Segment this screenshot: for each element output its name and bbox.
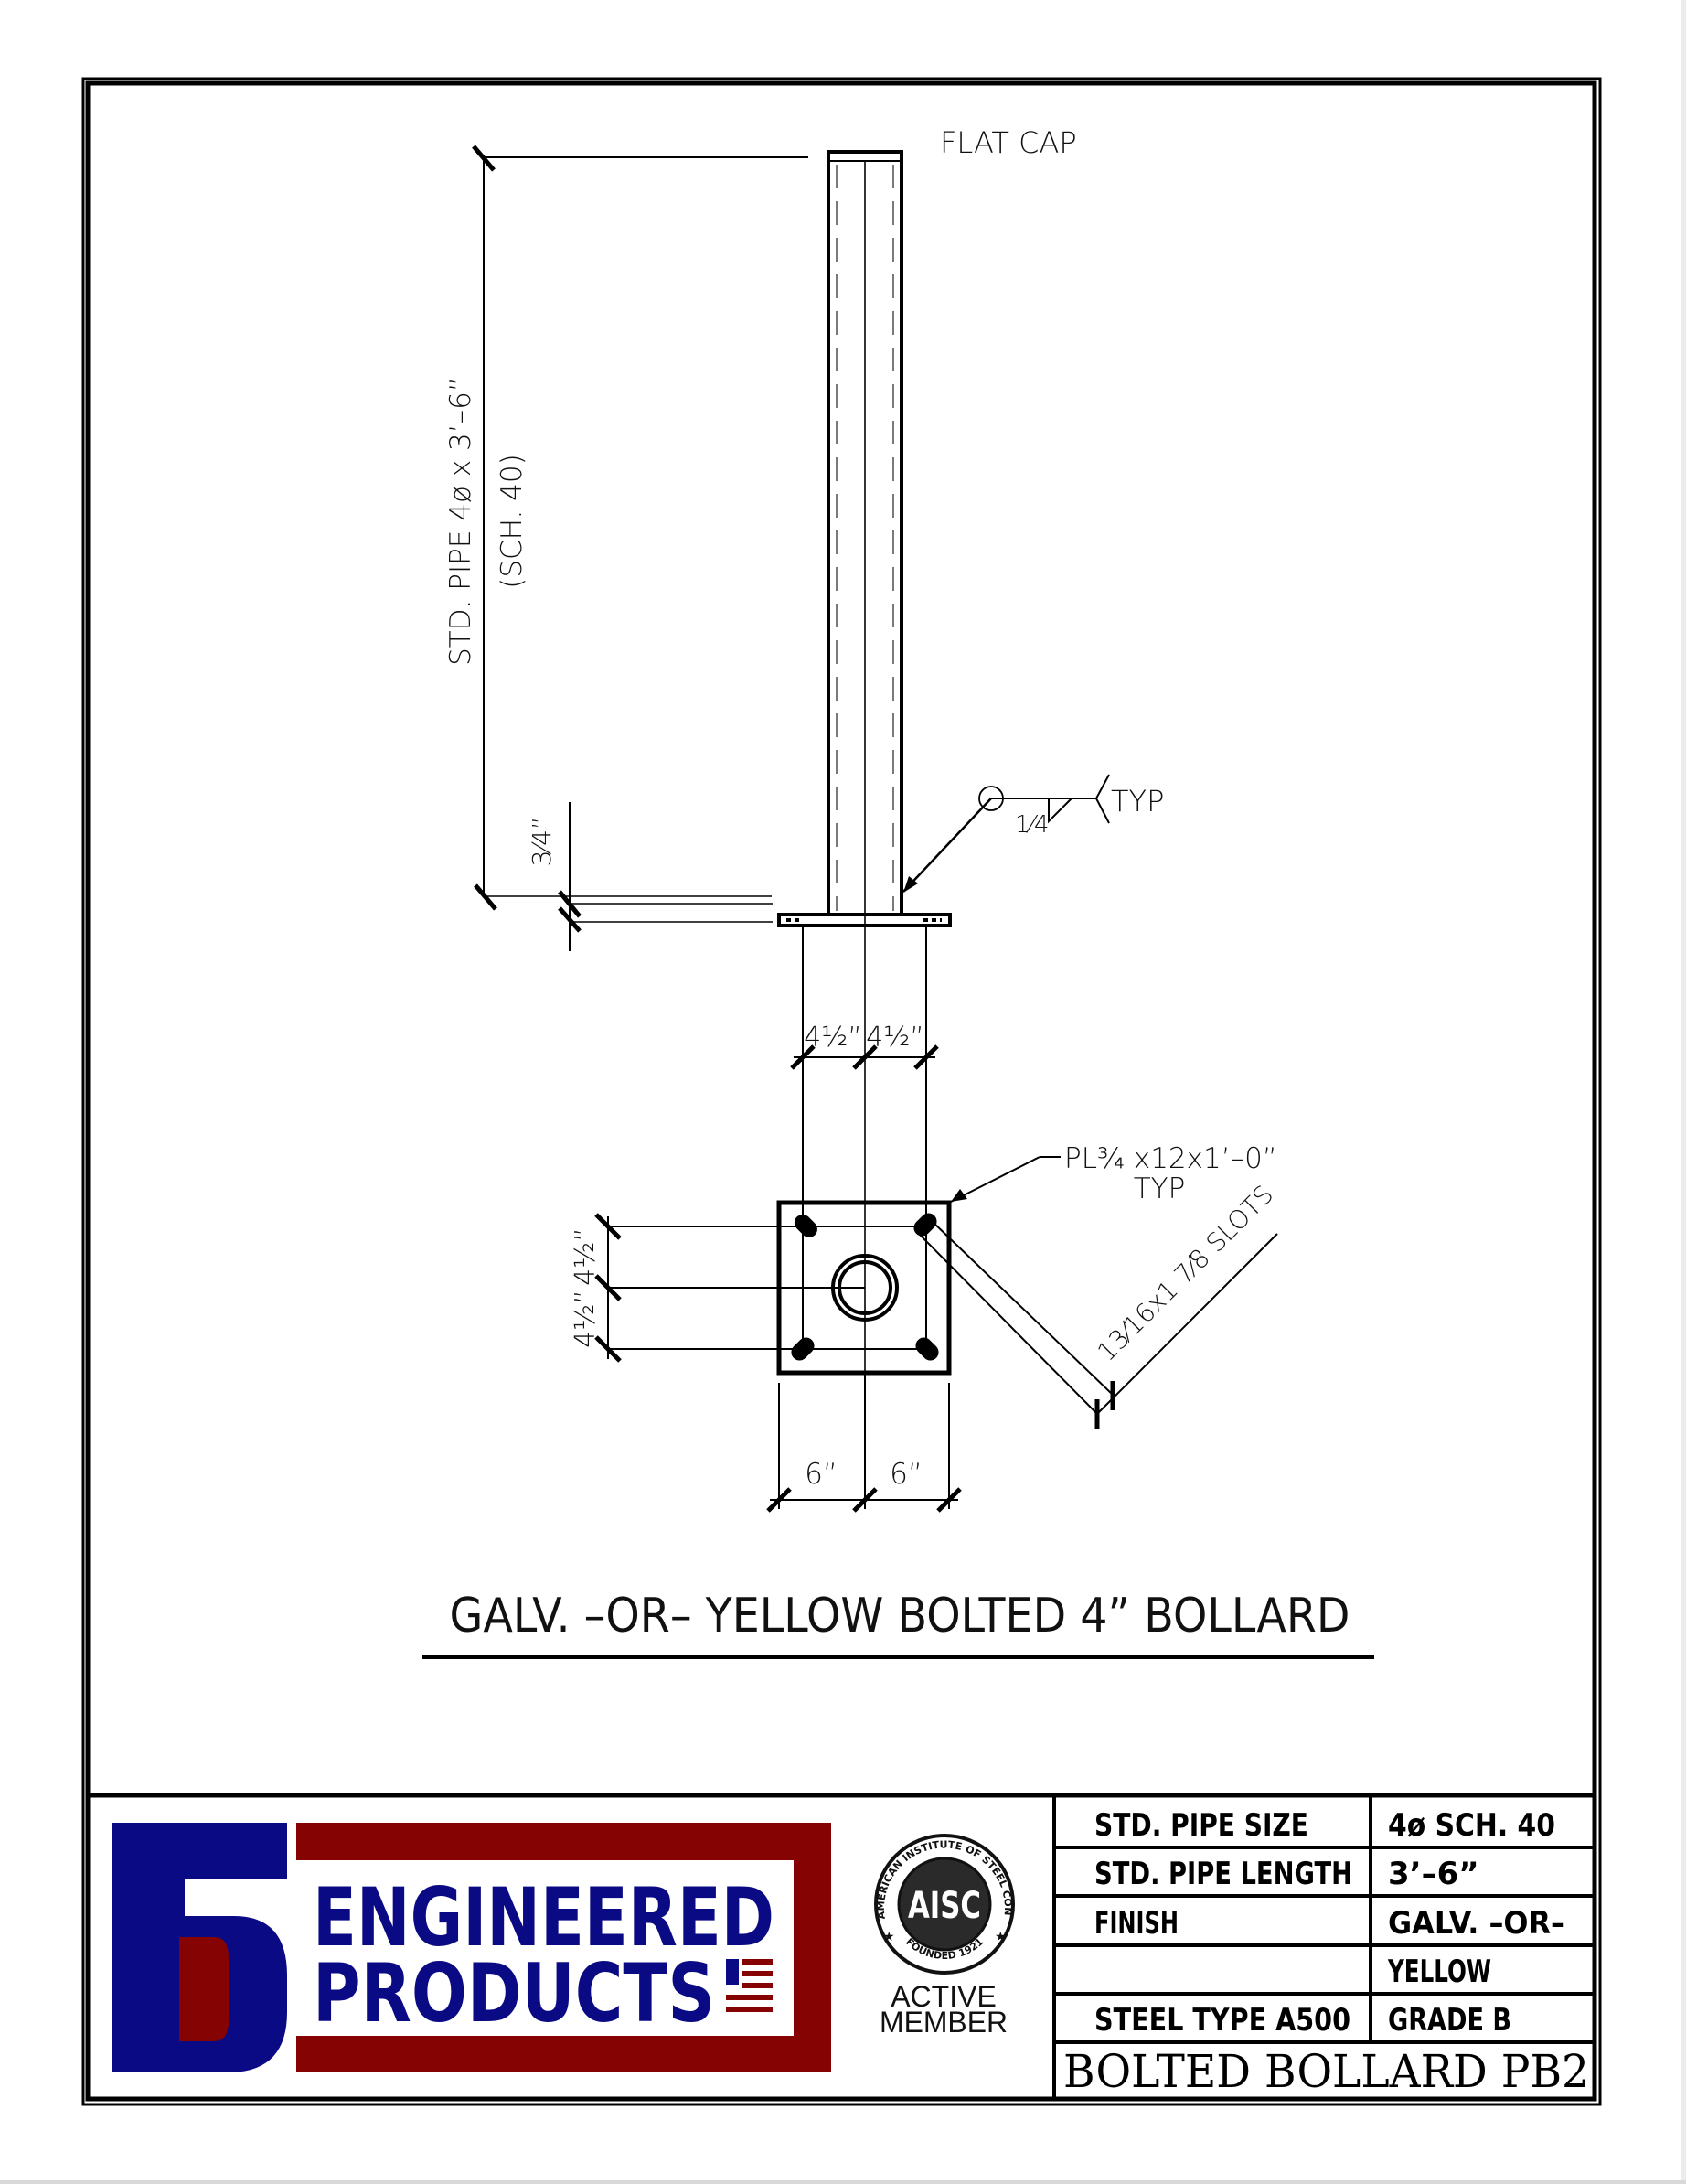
spec-row: STD. PIPE LENGTH 3’–6” xyxy=(1094,1856,1479,1892)
pipe-schedule-label: (SCH. 40) xyxy=(496,454,528,588)
spec-row: YELLOW xyxy=(1387,1954,1491,1990)
pipe-section-inner xyxy=(838,1260,892,1315)
plate-callout-typ: TYP xyxy=(1134,1172,1186,1205)
base-plate-edge xyxy=(777,913,952,927)
aisc-seal: AMERICAN INSTITUTE OF STEEL CONSTRUCTION… xyxy=(0,0,1015,2039)
plan-view: 4½” 4½” PL¾ x12x1’–0” TYP 13⁄16x1 7⁄8 SL… xyxy=(570,926,1280,1513)
side-dim-upper: 4½” xyxy=(570,1227,602,1286)
page-edge xyxy=(0,2180,1686,2184)
flat-cap-label: FLAT CAP xyxy=(940,125,1077,160)
drawing-number-title: BOLTED BOLLARD PB2 xyxy=(1063,2045,1589,2098)
company-logo: ENGINEERED PRODUCTS xyxy=(112,1823,831,2072)
plate-callout: PL¾ x12x1’–0” xyxy=(1064,1142,1277,1175)
bottom-dim-right: 6” xyxy=(890,1458,923,1491)
fillet-weld-icon xyxy=(1048,798,1072,824)
pipe-size-label: STD. PIPE 4ø x 3’–6” xyxy=(444,377,477,666)
page-edge xyxy=(1681,0,1686,2184)
weld-symbol: 1⁄4 TYP xyxy=(902,774,1164,893)
flag-icon xyxy=(726,1959,773,2012)
spec-value: GRADE B xyxy=(1388,2002,1511,2039)
seal-status-line1: ACTIVE xyxy=(891,1980,997,2013)
anchor-slots xyxy=(791,1213,939,1361)
spec-label: FINISH xyxy=(1094,1905,1179,1942)
logo-line2: PRODUCTS xyxy=(313,1946,715,2040)
seal-status-line2: MEMBER xyxy=(880,2006,1008,2039)
drawing-title: GALV. –OR– YELLOW BOLTED 4” BOLLARD xyxy=(450,1589,1350,1643)
top-dim-left: 4½” xyxy=(804,1022,862,1054)
plate-thickness-dim: 3⁄4” xyxy=(527,817,557,867)
weld-size: 1⁄4 xyxy=(1015,811,1049,839)
spec-value: GALV. –OR– xyxy=(1388,1905,1565,1942)
elevation-view: FLAT CAP STD. PIPE 4ø x 3’–6” (SCH. 40) … xyxy=(444,125,1164,1372)
side-dim-lower: 4½” xyxy=(570,1290,602,1348)
spec-table: STD. PIPE SIZE 4ø SCH. 40 STD. PIPE LENG… xyxy=(1052,1795,1595,2100)
dim-tick xyxy=(472,145,496,172)
spec-row: STD. PIPE SIZE 4ø SCH. 40 xyxy=(1094,1807,1555,1844)
spec-value: 3’–6” xyxy=(1388,1856,1479,1892)
weld-note: TYP xyxy=(1111,784,1164,819)
seal-monogram: AISC xyxy=(908,1885,981,1927)
logo-line1: ENGINEERED xyxy=(313,1870,774,1965)
spec-label: STD. PIPE LENGTH xyxy=(1094,1856,1352,1892)
pipe-section-outer xyxy=(831,1254,899,1322)
star-icon: ★ xyxy=(883,1930,895,1944)
spec-label: STEEL TYPE A500 xyxy=(1094,2002,1350,2039)
spec-label: STD. PIPE SIZE xyxy=(1094,1807,1308,1844)
sheet-border xyxy=(81,77,1602,2106)
dim-tick xyxy=(474,883,497,911)
slot-callout: 13⁄16x1 7⁄8 SLOTS xyxy=(1092,1179,1280,1367)
spec-value: YELLOW xyxy=(1387,1954,1491,1990)
spec-value: 4ø SCH. 40 xyxy=(1388,1807,1555,1844)
spec-row: STEEL TYPE A500 GRADE B xyxy=(1094,2002,1511,2039)
bottom-dim-left: 6” xyxy=(805,1458,838,1491)
star-icon: ★ xyxy=(995,1930,1007,1944)
top-dim-right: 4½” xyxy=(866,1022,924,1054)
spec-row: FINISH GALV. –OR– xyxy=(1094,1905,1565,1942)
